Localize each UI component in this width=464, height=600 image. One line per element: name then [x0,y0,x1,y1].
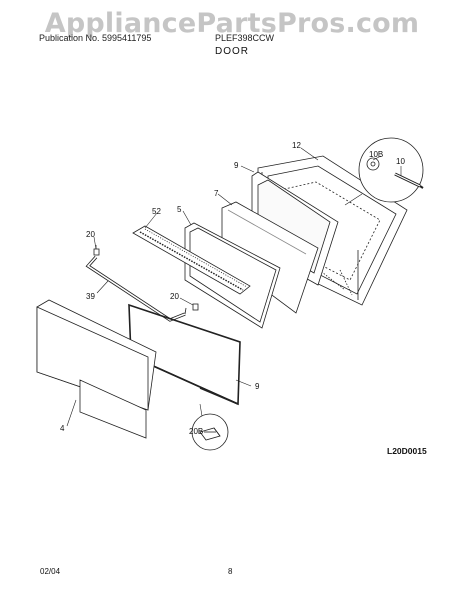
footer-date: 02/04 [40,567,61,576]
watermark: AppliancePartsPros.com [44,8,420,39]
callout-10b: 10B [369,150,383,159]
callout-9-bottom: 9 [255,382,260,391]
callout-20b: 20B [189,427,203,436]
section-title: DOOR [215,46,249,57]
callout-20-left: 20 [86,230,95,239]
part-5-glass-pack [184,222,281,329]
callout-7: 7 [214,189,219,198]
part-20-screw-mid [192,303,199,311]
part-20-screw-left [93,245,100,256]
callout-39: 39 [86,292,95,301]
publication-number: Publication No. 5995411795 [39,33,152,43]
part-10-hinge-hardware-detail [358,137,424,203]
callout-52: 52 [152,207,161,216]
part-20b-screw-detail [191,413,229,451]
callout-9-top: 9 [234,161,239,170]
callout-20-mid: 20 [170,292,179,301]
part-52-door-trim [132,225,251,295]
model-number: PLEF398CCW [215,33,275,43]
callout-5: 5 [177,205,182,214]
part-39-door-handle [85,255,187,322]
callout-10: 10 [396,157,405,166]
part-4-outer-door-panel [36,299,157,439]
figure-code: L20D0015 [387,446,427,456]
leader-lines [66,147,402,427]
callout-4: 4 [60,424,65,433]
footer-page-number: 8 [228,567,233,576]
callout-12: 12 [292,141,301,150]
